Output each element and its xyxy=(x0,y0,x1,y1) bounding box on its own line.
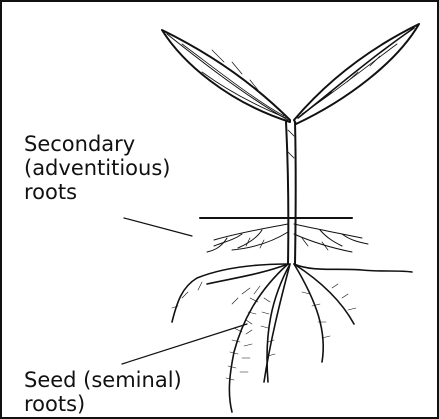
secondary-roots-leader xyxy=(124,218,192,236)
secondary-roots-label-line-2: (adventitious) xyxy=(24,156,170,180)
seed-roots-label-line-1: Seed (seminal) xyxy=(24,368,182,392)
root-hairs xyxy=(172,282,356,380)
secondary-roots-label: Secondary (adventitious) roots xyxy=(24,132,170,204)
left-leaf xyxy=(162,30,290,122)
seminal-roots xyxy=(172,264,412,412)
seed-roots-leader xyxy=(122,324,247,364)
seed-roots-label: Seed (seminal) roots) xyxy=(24,368,182,416)
stem xyxy=(286,122,296,264)
secondary-roots-label-line-1: Secondary xyxy=(24,132,170,156)
seed-roots-label-line-2: roots) xyxy=(24,392,182,416)
right-leaf xyxy=(294,24,419,124)
secondary-roots-label-line-3: roots xyxy=(24,180,170,204)
